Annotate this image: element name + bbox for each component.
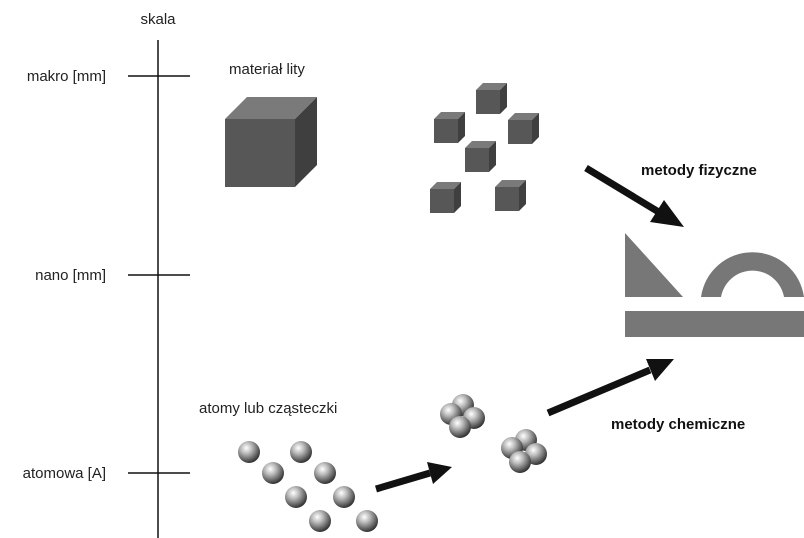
small-cube-icon bbox=[434, 112, 465, 143]
sphere-icon bbox=[238, 441, 260, 463]
scale-level-atomowa: atomowa [A] bbox=[23, 465, 106, 482]
sphere-icon bbox=[262, 462, 284, 484]
triangle-square-icon bbox=[625, 233, 683, 297]
small-cube-icon bbox=[508, 113, 539, 144]
bulk-cube-icon bbox=[225, 97, 317, 187]
assembly-arrow bbox=[375, 469, 431, 493]
physical-methods-label: metody fizyczne bbox=[641, 162, 757, 179]
small-cube-icon bbox=[465, 141, 496, 172]
scale-title: skala bbox=[140, 11, 176, 28]
sphere-icon bbox=[290, 441, 312, 463]
sphere-icon bbox=[356, 510, 378, 532]
assembly-arrowhead bbox=[427, 462, 452, 484]
atoms-group bbox=[238, 441, 378, 532]
sphere-icon bbox=[314, 462, 336, 484]
chemical-methods-arrowhead bbox=[646, 359, 674, 381]
physical-methods-arrowhead bbox=[650, 200, 684, 227]
sphere-icon bbox=[333, 486, 355, 508]
sphere-icon bbox=[309, 510, 331, 532]
fragment-cubes bbox=[430, 83, 539, 213]
chemical-methods-label: metody chemiczne bbox=[611, 416, 745, 433]
sphere-icon bbox=[509, 451, 531, 473]
chemical-methods-arrow bbox=[546, 366, 652, 417]
atom-cluster bbox=[501, 429, 547, 473]
atom-cluster bbox=[440, 394, 485, 438]
ruler-protractor-icon bbox=[625, 233, 804, 337]
sphere-icon bbox=[285, 486, 307, 508]
small-cube-icon bbox=[476, 83, 507, 114]
sphere-icon bbox=[449, 416, 471, 438]
ruler-icon bbox=[625, 311, 804, 337]
physical-methods-arrow bbox=[584, 165, 664, 217]
atoms-label: atomy lub cząsteczki bbox=[199, 400, 337, 417]
small-cube-icon bbox=[430, 182, 461, 213]
bulk-material-label: materiał lity bbox=[229, 61, 305, 78]
scale-level-makro: makro [mm] bbox=[27, 68, 106, 85]
scale-level-nano: nano [mm] bbox=[35, 267, 106, 284]
small-cube-icon bbox=[495, 180, 526, 211]
protractor-icon bbox=[701, 252, 804, 297]
